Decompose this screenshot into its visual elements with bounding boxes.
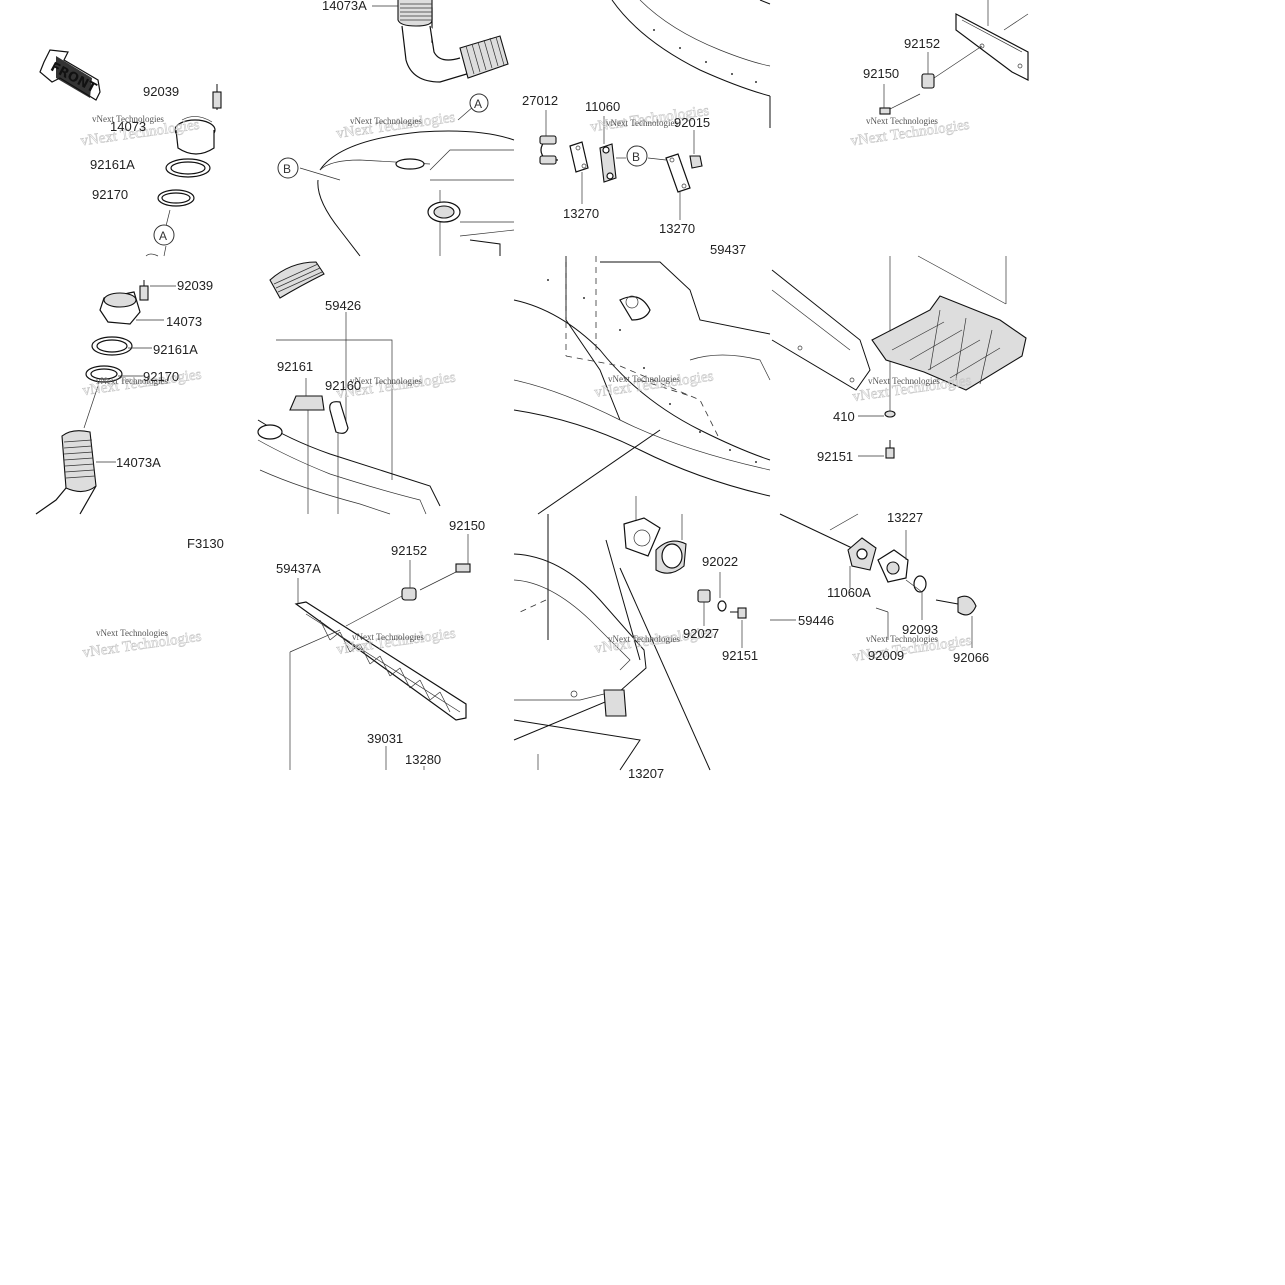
storage-bin-59426 [257,312,441,515]
intake-assembly-upper [145,84,222,257]
callout-B-hull: B [277,157,299,179]
svg-text:B: B [283,162,291,176]
hose-14073A-upper [372,0,509,83]
intake-assembly-mid [35,280,176,515]
watermark: vNext Technologies [608,634,680,644]
part-label: 92039 [143,84,179,99]
watermark: vNext Technologies [866,634,938,644]
svg-text:A: A [159,229,167,243]
part-label: 92152 [904,36,940,51]
part-label: 92150 [863,66,899,81]
part-label: 27012 [522,93,558,108]
part-label: 92009 [868,648,904,663]
part-label: 92170 [92,187,128,202]
callout-A-intake: A [153,224,175,246]
drain-plug-assembly [779,513,977,648]
watermark-layer: vNext Technologies vNext Technologies vN… [79,103,973,666]
callout-A-hull: A [469,93,489,113]
watermark: vNext Technologies [608,374,680,384]
part-label: 92161A [153,342,198,357]
part-label: 14073 [166,314,202,329]
part-label: 92027 [683,626,719,641]
part-label: 92015 [674,115,710,130]
part-label: 92039 [177,278,213,293]
callout-B-detail: B [626,145,648,167]
watermark: vNext Technologies [96,628,168,638]
part-label: 92161A [90,157,135,172]
part-label: 11060A [827,585,871,600]
part-label: 92022 [702,554,738,569]
part-label: 13280 [405,752,441,767]
watermark: vNext Technologies [606,118,678,128]
part-label: 410 [833,409,855,424]
part-label: 92093 [902,622,938,637]
part-label: 92170 [143,369,179,384]
part-number-labels: 14073A 92039 14073 92161A 92170 27012 11… [90,0,989,781]
hull-deck-top [299,105,515,257]
part-label: 59446 [798,613,834,628]
watermark: vNext Technologies [96,376,168,386]
part-label: 92151 [722,648,758,663]
part-label: 39031 [367,731,403,746]
part-label: 14073A [322,0,367,13]
watermark: vNext Technologies [868,376,940,386]
part-label: 92066 [953,650,989,665]
front-direction-arrow: FRONT [39,49,101,101]
part-label: 13227 [887,510,923,525]
part-label: 59437A [276,561,321,576]
part-label: 92152 [391,543,427,558]
hose-coil-mid [269,261,325,299]
part-label: 13270 [659,221,695,236]
figure-code: F3130 [187,536,224,551]
part-label: 11060 [585,99,620,114]
cover-rail-59437A [289,534,471,770]
svg-text:A: A [474,97,482,111]
bracket-parts-b-detail [539,110,703,220]
part-label: 92151 [817,449,853,464]
part-label: 59437 [710,242,746,257]
part-label: 92150 [449,518,485,533]
part-label: 92161 [277,359,313,374]
cover-bracket-top-right [879,0,1029,115]
hull-rear-outlet [513,496,796,771]
hull-side-outline-top [611,0,771,128]
watermark: vNext Technologies [92,114,164,124]
part-label: 14073 [110,119,146,134]
part-label: 14073A [116,455,161,470]
hull-center-structure [513,256,771,515]
part-label: 13207 [628,766,664,781]
skid-plate-right [771,255,1027,459]
part-label: 59426 [325,298,361,313]
part-label: 92160 [325,378,361,393]
svg-text:B: B [632,150,640,164]
watermark: vNext Technologies [350,376,422,386]
watermark: vNext Technologies [352,632,424,642]
part-label: 13270 [563,206,599,221]
watermark: vNext Technologies [350,116,422,126]
watermark: vNext Technologies [866,116,938,126]
